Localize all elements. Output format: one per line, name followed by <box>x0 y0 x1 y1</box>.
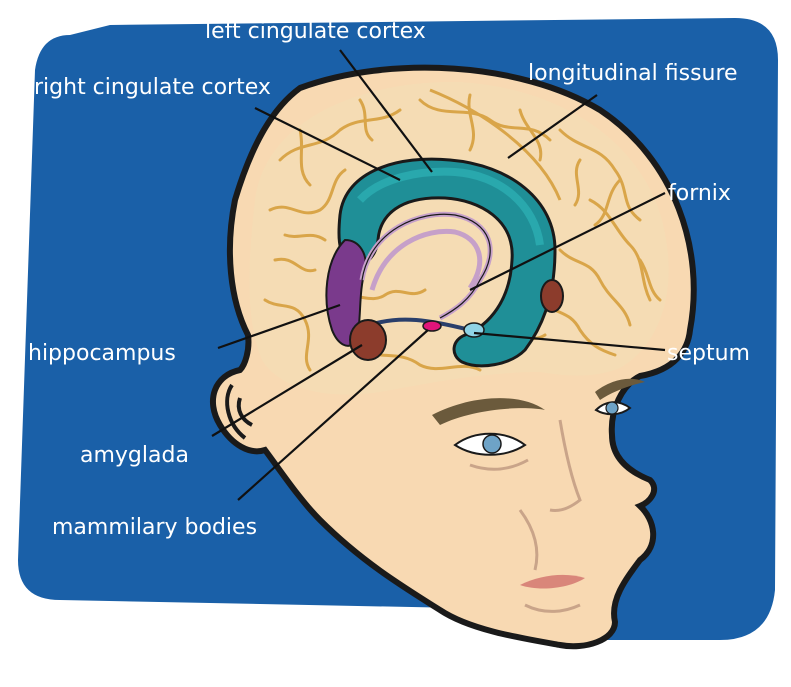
septum <box>464 323 484 337</box>
label-amyglada: amyglada <box>80 443 189 468</box>
label-septum: septum <box>667 341 750 366</box>
label-fornix: fornix <box>668 181 731 206</box>
amygdala-far <box>541 280 563 312</box>
label-longitudinal-fissure: longitudinal fissure <box>528 61 738 86</box>
amygdala <box>350 320 386 360</box>
label-right-cingulate-cortex: right cingulate cortex <box>34 75 271 100</box>
label-mammilary-bodies: mammilary bodies <box>52 515 257 540</box>
iris-right <box>606 402 618 414</box>
mammillary-bodies <box>423 321 441 331</box>
iris-left <box>483 435 501 453</box>
label-left-cingulate-cortex: left cingulate cortex <box>205 19 426 44</box>
label-hippocampus: hippocampus <box>28 341 176 366</box>
